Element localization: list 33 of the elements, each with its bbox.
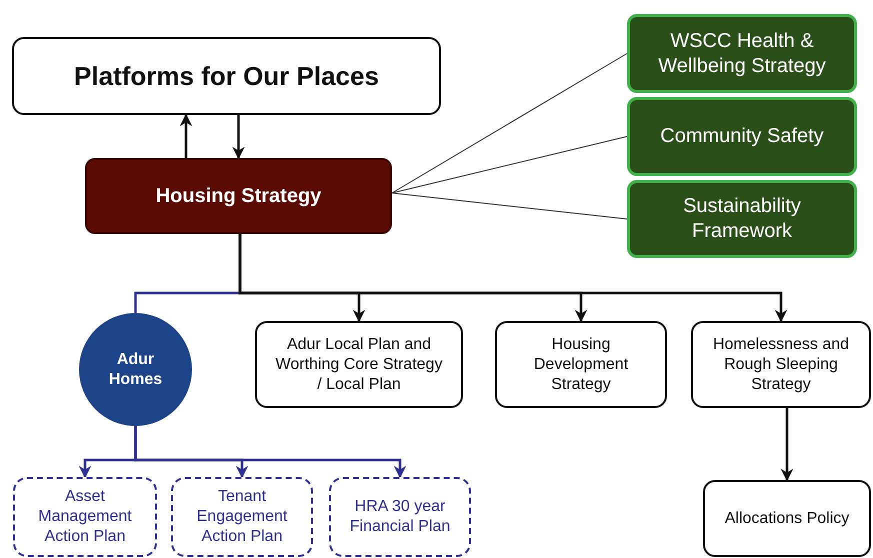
arrow [780,408,794,482]
plan-box [13,477,157,557]
plan-box [255,321,463,408]
box-label: Housing Strategy [156,184,322,208]
box-label: Homelessness and Rough Sleeping Strategy [712,334,850,394]
connector-line [392,136,628,194]
strategy-box [691,321,871,408]
strategy-box [85,158,392,234]
box-label: Tenant Engagement Action Plan [196,487,288,547]
box-label: Asset Management Action Plan [37,487,133,547]
box-label: HRA 30 year Financial Plan [348,497,452,537]
box-label: Community Safety [660,124,824,149]
plan-box [171,477,313,557]
strategy-box [495,321,667,408]
organisation-name: Adur Homes [108,350,164,390]
connector-line [392,53,628,194]
box-label: Sustainability Framework [682,194,802,244]
strategy-box [627,14,857,93]
strategy-box [627,97,857,176]
box-label: Adur Local Plan and Worthing Core Strategy / Local Plan [274,334,444,394]
policy-box [703,480,871,557]
plan-box [329,477,471,557]
box-label: Platforms for Our Places [74,60,379,92]
box-label: Housing Development Strategy [532,334,630,394]
connector-line [392,192,628,220]
arrow [134,426,406,478]
strategy-box [627,180,857,258]
arrow [238,234,788,322]
box-label: Allocations Policy [724,508,850,528]
arrow [180,114,192,158]
arrow [232,115,245,160]
box-label: WSCC Health & Wellbeing Strategy [657,28,827,78]
title-box [12,37,441,115]
